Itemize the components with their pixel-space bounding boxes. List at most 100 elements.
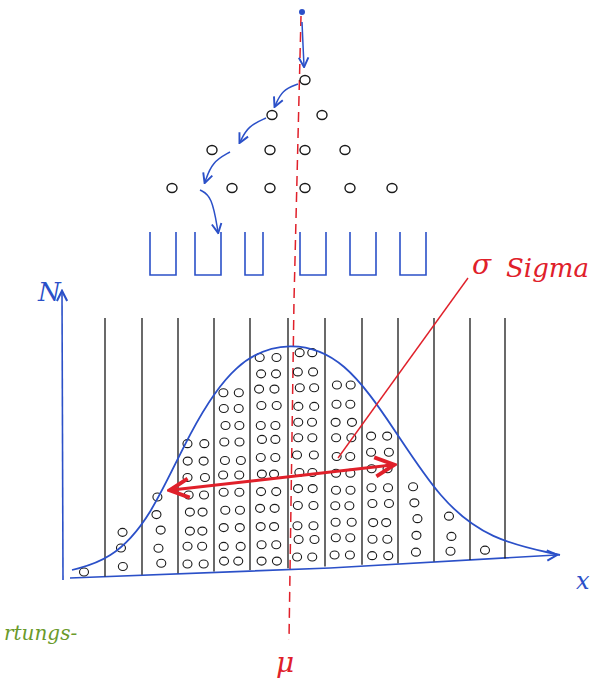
ball [257, 541, 266, 549]
ball [331, 486, 340, 494]
ball [270, 523, 279, 531]
sigma-leader [338, 278, 468, 458]
collection-bin [150, 232, 176, 275]
histogram-divider [287, 318, 288, 568]
ball [271, 370, 280, 378]
ball [409, 483, 418, 491]
ball [257, 370, 266, 378]
histogram-divider [177, 318, 178, 573]
ball [219, 404, 228, 412]
note-fragment: rtungs- [4, 622, 77, 644]
ball [293, 522, 302, 530]
ball [257, 488, 266, 496]
ball [199, 560, 208, 568]
ball [219, 488, 228, 496]
ball [183, 457, 192, 465]
ball [346, 381, 355, 389]
ball [183, 560, 192, 568]
ball [184, 491, 193, 499]
mu-symbol: μ [276, 648, 294, 679]
ball [308, 485, 317, 493]
ball [310, 402, 319, 410]
peg [300, 76, 310, 85]
ball [255, 385, 264, 393]
ball [332, 434, 341, 442]
ball [294, 535, 303, 543]
ball [367, 448, 376, 456]
ball [219, 542, 228, 550]
sigma-span-arrow [172, 465, 392, 490]
ball [234, 557, 243, 565]
ball [257, 435, 266, 443]
ball [234, 389, 243, 397]
ball [256, 504, 265, 512]
ball [294, 485, 303, 493]
ball [346, 400, 355, 408]
ball [345, 551, 354, 559]
ball [235, 506, 244, 514]
collection-bin [300, 232, 326, 275]
ball [221, 506, 230, 514]
ball [272, 402, 281, 410]
ball [331, 502, 340, 510]
ball [347, 518, 356, 526]
histogram-divider [433, 318, 434, 562]
ball [257, 470, 266, 478]
collection-bin [350, 232, 376, 275]
ball [481, 546, 490, 554]
ball [367, 432, 376, 440]
ball [293, 502, 302, 510]
ball [118, 528, 127, 536]
peg [317, 111, 327, 120]
ball [309, 522, 318, 530]
ball [235, 438, 244, 446]
ball [309, 502, 318, 510]
ball [308, 434, 317, 442]
ball [270, 504, 279, 512]
ball [446, 547, 455, 555]
collection-bin [245, 232, 263, 275]
ball [272, 557, 281, 565]
ball [330, 551, 339, 559]
ball [183, 473, 192, 481]
ball [384, 500, 393, 508]
ball [270, 385, 279, 393]
ball [346, 453, 355, 461]
ball [236, 456, 245, 464]
ball [185, 527, 194, 535]
ball [309, 368, 318, 376]
ball [308, 418, 317, 426]
ball [235, 524, 244, 532]
ball [332, 400, 341, 408]
ball [256, 523, 265, 531]
histogram-divider [397, 318, 398, 563]
mean-line [289, 16, 301, 640]
ball [308, 553, 317, 561]
ball [220, 557, 229, 565]
ball [293, 553, 302, 561]
ball [257, 557, 266, 565]
ball [368, 500, 377, 508]
ball [332, 381, 341, 389]
ball [220, 456, 229, 464]
axis-label: N [38, 278, 61, 307]
ball [199, 457, 208, 465]
ball [271, 453, 280, 461]
ball-path-arrow [240, 118, 266, 142]
x-axis [70, 555, 556, 578]
ball [80, 568, 89, 576]
histogram-divider [104, 318, 105, 576]
ball [236, 542, 245, 550]
ball [198, 542, 207, 550]
ball [152, 511, 161, 519]
ball [198, 508, 207, 516]
ball [272, 488, 281, 496]
ball [310, 535, 319, 543]
ball [294, 434, 303, 442]
ball [383, 432, 392, 440]
ball [200, 473, 209, 481]
ball [293, 368, 302, 376]
ball [346, 534, 355, 542]
ball [295, 384, 304, 392]
peg [167, 184, 177, 193]
